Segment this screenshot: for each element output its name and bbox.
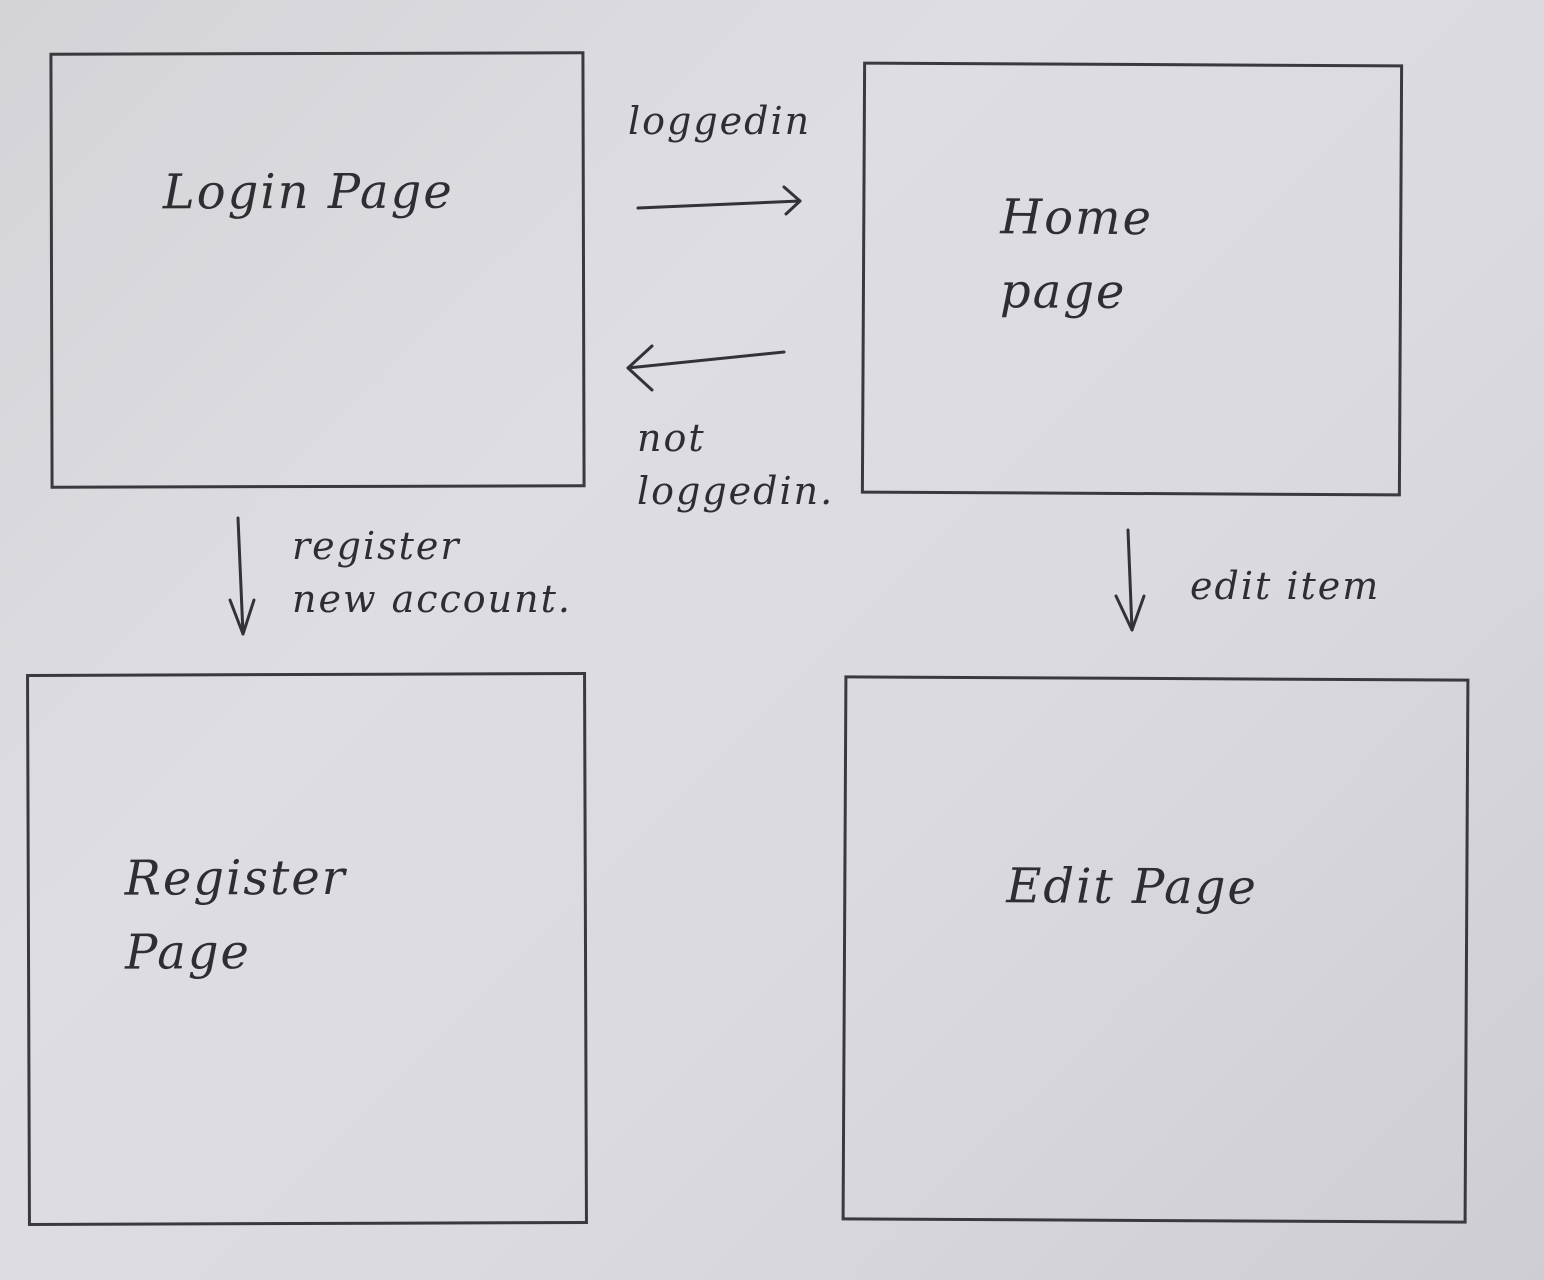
not-loggedin-label: not loggedin. [637, 416, 835, 514]
arrow-home-to-edit [1114, 528, 1146, 632]
loggedin-label: loggedin [628, 99, 812, 143]
arrow-login-to-home [636, 185, 802, 216]
arrow-home-to-login [626, 344, 786, 392]
arrow-login-to-register [228, 516, 256, 636]
edit-item-label: edit item [1190, 564, 1381, 608]
register-new-account-label: register new account. [292, 524, 572, 622]
